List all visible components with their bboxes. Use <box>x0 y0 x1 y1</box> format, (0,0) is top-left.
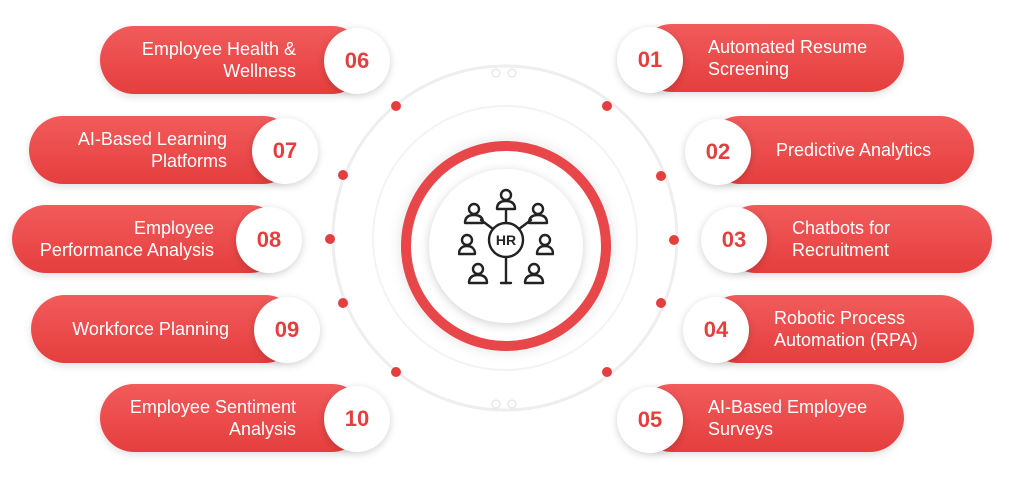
item-09-number: 09 <box>254 297 320 363</box>
item-03-number: 03 <box>701 207 767 273</box>
item-02-label: Predictive Analytics <box>776 140 932 160</box>
item-10-number: 10 <box>324 386 390 452</box>
hr-team-icon: HR <box>458 188 554 285</box>
item-04-number: 04 <box>683 297 749 363</box>
item-02-number: 02 <box>685 119 751 185</box>
center-badge-inner <box>429 169 583 323</box>
item-05-number: 05 <box>617 387 683 453</box>
item-07-number: 07 <box>252 118 318 184</box>
item-06-number: 06 <box>324 28 390 94</box>
item-06-label: Employee Health &Wellness <box>141 39 296 81</box>
item-01-number: 01 <box>617 27 683 93</box>
item-08-number: 08 <box>236 207 302 273</box>
center-badge <box>401 141 611 351</box>
item-06: Employee Health &Wellness <box>100 26 366 94</box>
hr-icon-label: HR <box>496 232 516 248</box>
item-09-label: Workforce Planning <box>72 319 229 339</box>
